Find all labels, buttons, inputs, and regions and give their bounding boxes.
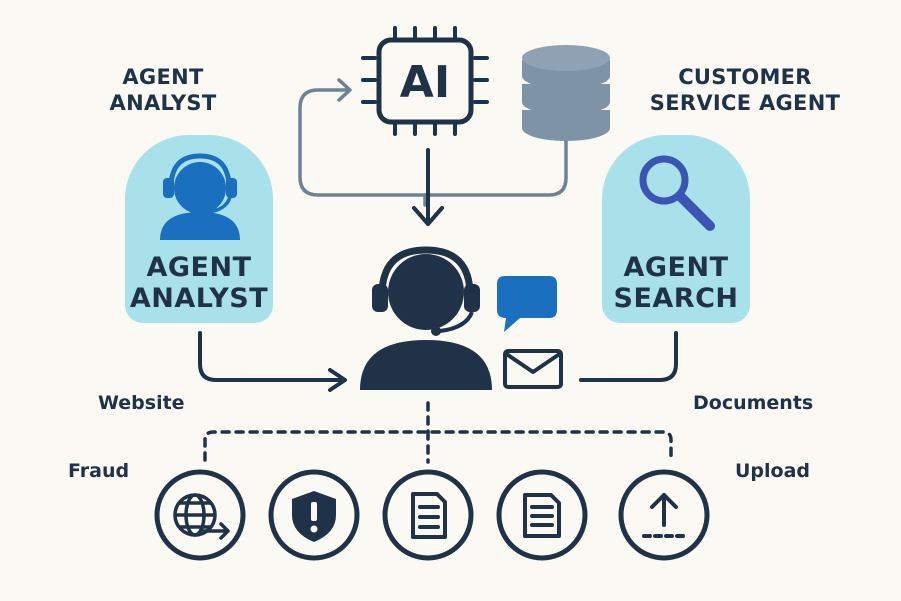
bottom-icon-document-2[interactable] [496, 469, 588, 561]
top-right-label-line2: SERVICE AGENT [649, 91, 841, 116]
database-connector [423, 118, 568, 197]
dashed-connectors [203, 401, 673, 464]
agent-search-line2: SEARCH [613, 283, 739, 315]
top-right-label-line1: CUSTOMER [678, 65, 812, 89]
top-left-label: AGENT ANALYST [108, 64, 218, 117]
agent-analyst-line1: AGENT [146, 252, 252, 283]
loop-connector [298, 88, 427, 207]
search-connector [579, 331, 678, 382]
ai-chip-label: AI [400, 57, 450, 108]
top-left-label-line1: AGENT [122, 65, 204, 89]
upload-icon [642, 493, 686, 538]
envelope-icon[interactable] [503, 349, 563, 389]
headset-person-icon [160, 153, 240, 240]
documents-label: Documents [693, 392, 814, 414]
upload-label: Upload [735, 460, 811, 482]
chat-bubble-icon[interactable] [497, 276, 557, 332]
connectors [298, 78, 568, 207]
ai-chip-icon [361, 26, 489, 136]
agent-analyst-card-label: AGENT ANALYST [125, 252, 273, 314]
agent-analyst-line2: ANALYST [129, 283, 269, 315]
bottom-icon-upload[interactable] [618, 469, 710, 561]
top-right-label: CUSTOMER SERVICE AGENT [640, 64, 850, 117]
globe-arrow-icon [173, 493, 230, 540]
document-icon [523, 493, 561, 538]
document-icon [411, 492, 447, 539]
agent-search-line1: AGENT [623, 252, 729, 283]
bottom-icon-document-1[interactable] [382, 469, 474, 561]
fraud-label: Fraud [68, 460, 130, 482]
analyst-connector [198, 331, 344, 382]
agent-search-card-label: AGENT SEARCH [602, 252, 750, 314]
database-icon [522, 45, 610, 141]
customer-service-agent-icon [360, 246, 492, 390]
ai-down-arrowhead [412, 206, 444, 226]
magnifier-icon [639, 155, 715, 231]
website-label: Website [98, 392, 185, 414]
bottom-icon-globe[interactable] [154, 469, 246, 561]
top-left-label-line2: ANALYST [109, 91, 217, 116]
bottom-icon-shield[interactable] [268, 469, 360, 561]
shield-alert-icon [292, 491, 336, 542]
loop-arrowhead [337, 78, 352, 102]
analyst-arrowhead [328, 368, 347, 392]
